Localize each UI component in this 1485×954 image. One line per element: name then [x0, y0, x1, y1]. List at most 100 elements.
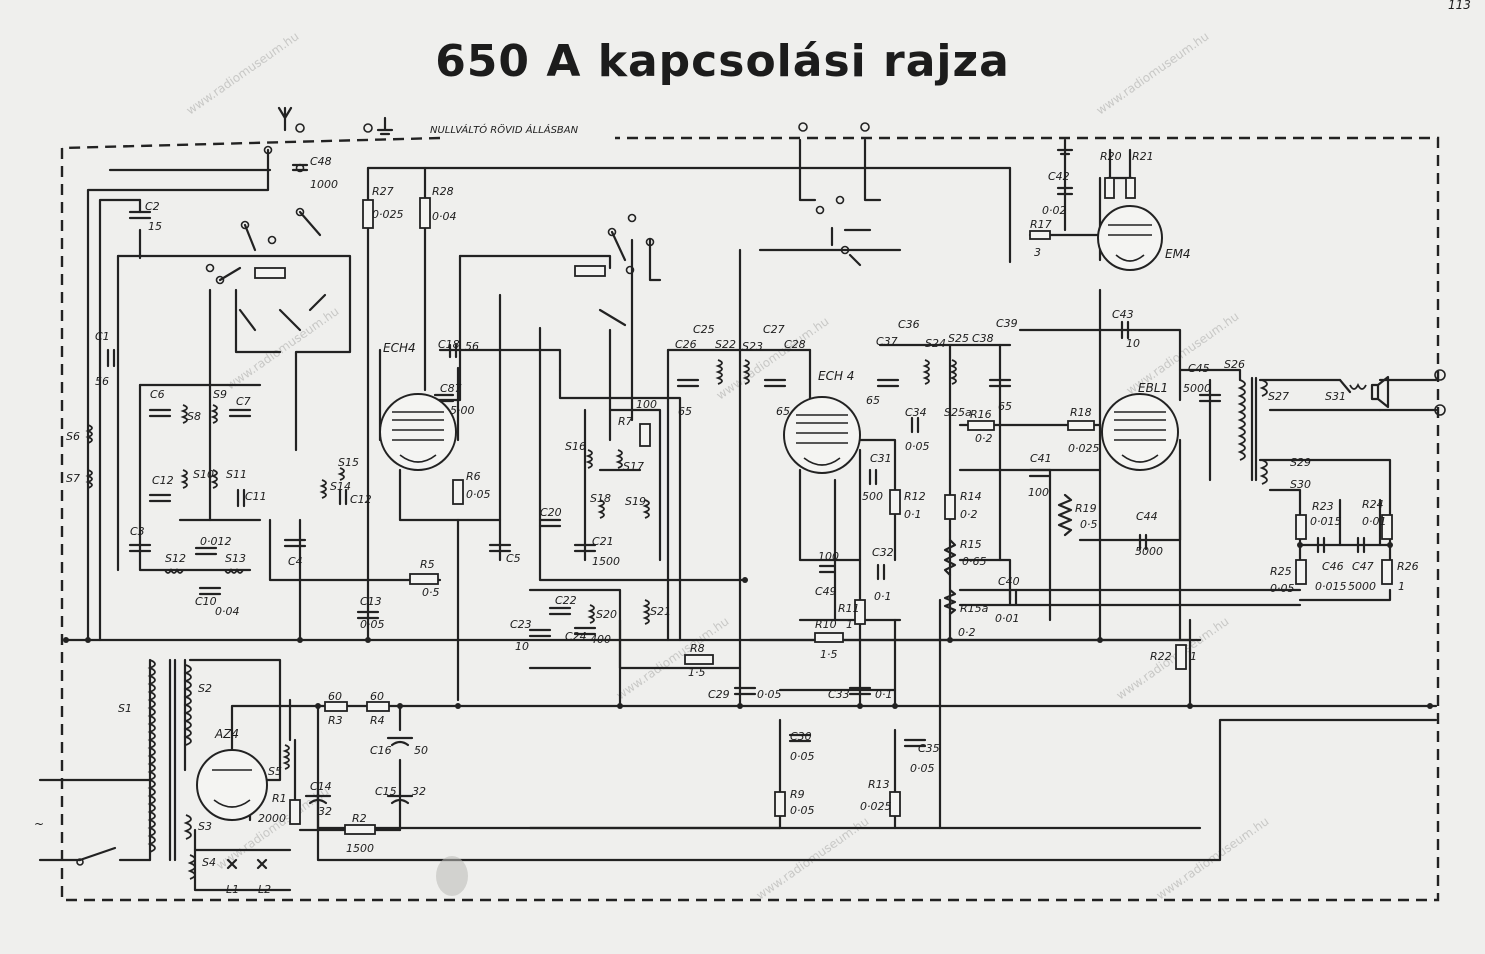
capacitor-c45: [1198, 393, 1222, 403]
label-c13-value: 0·05: [360, 618, 385, 631]
label-c23-value: 10: [515, 640, 529, 653]
coil-s11: [210, 469, 218, 489]
label-s14: S14: [330, 480, 351, 493]
capacitor-c15: [386, 794, 414, 805]
label-r9-value: 0·05: [790, 804, 815, 817]
label-s23: S23: [742, 340, 763, 353]
label-r4-value: 60: [370, 690, 384, 703]
wavechange-switch: [205, 145, 872, 332]
capacitor-c32: [876, 563, 886, 581]
label-s17: S17: [623, 460, 644, 473]
label-c11: C11: [245, 490, 267, 503]
page-title: 650 A kapcsolási rajza: [435, 36, 1010, 87]
coil-s18: [597, 499, 605, 519]
resistor-r8: [684, 654, 714, 665]
capacitor-c49: [818, 564, 836, 574]
resistors: [289, 177, 1393, 835]
resistor-r15: [943, 538, 957, 577]
label-s20: S20: [596, 608, 617, 621]
label-c7: C7: [236, 395, 251, 408]
resistor-r2: [344, 824, 376, 835]
transformer-s4: [187, 854, 196, 880]
junctions: [63, 542, 1433, 709]
switch-note: NULLVÁLTÓ RÖVID ÁLLÁSBAN: [430, 123, 579, 136]
label-r5: R5: [420, 558, 435, 571]
label-r24-value: 0·01: [1362, 515, 1387, 528]
capacitor-c37: [876, 378, 900, 388]
label-s25: S25: [948, 332, 969, 345]
resistor-r18: [1067, 420, 1095, 431]
label-r17-value: 3: [1034, 246, 1041, 259]
label-c31-value: 500: [862, 490, 883, 503]
coil-s19: [642, 499, 650, 519]
label-c10: C10: [195, 595, 217, 608]
label-r1-value: 2000: [258, 812, 286, 825]
coil-s7: [85, 469, 93, 489]
label-c10-value: 0·04: [215, 605, 240, 618]
label-l1: L1: [226, 883, 239, 896]
label-s12: S12: [165, 552, 186, 565]
label-tube-ech4-1: ECH4: [383, 341, 416, 355]
label-r14-value: 0·2: [960, 508, 978, 521]
coils: [76, 359, 1446, 880]
label-r18: R18: [1070, 406, 1092, 419]
label-r10: R10: [815, 618, 837, 631]
capacitor-c20: [538, 518, 562, 528]
resistor-r5: [409, 573, 439, 585]
watermark: www.radiomuseum.hu: [224, 304, 342, 392]
label-s9: S9: [213, 388, 227, 401]
label-r1: R1: [272, 792, 287, 805]
tube-ech4-2: [783, 396, 861, 474]
coil-s20: [587, 604, 595, 624]
label-r12: R12: [904, 490, 926, 503]
tube-az4: [196, 749, 268, 821]
label-c16: C16: [370, 744, 392, 757]
label-c46-value: 0·015: [1315, 580, 1347, 593]
label-r18-value: 0·025: [1068, 442, 1100, 455]
label-c48-value: 1000: [310, 178, 338, 191]
label-r22: R22: [1150, 650, 1172, 663]
capacitor-c18: [448, 343, 458, 359]
component-labels: C48 1000 C2 15 C1 56 S6 S7 C6 S8 S9 C7 C…: [34, 150, 1419, 896]
label-c35-value: 0·05: [910, 762, 935, 775]
coil-s22: [715, 359, 723, 385]
label-c25: C25: [693, 323, 715, 336]
resistor-r14: [944, 494, 956, 520]
ink-smudge: [436, 856, 468, 896]
label-r15: R15: [960, 538, 982, 551]
label-r15-value: 0·65: [962, 555, 987, 568]
tube-ebl1: [1101, 393, 1179, 471]
label-s1: S1: [118, 702, 132, 715]
label-c2-value: 15: [148, 220, 162, 233]
label-c39: C39: [996, 317, 1018, 330]
coil-s14: [319, 479, 327, 499]
resistor-r13: [889, 791, 901, 817]
label-c21: C21: [592, 535, 614, 548]
transformer-s3: [183, 814, 192, 840]
label-c44-value: 5000: [1135, 545, 1163, 558]
resistor-r7: [639, 423, 651, 447]
coil-s6: [85, 424, 93, 444]
capacitor-c47: [1356, 536, 1366, 554]
label-r7-value: 100: [636, 398, 657, 411]
coil-s24: [922, 359, 930, 385]
label-s30: S30: [1290, 478, 1311, 491]
label-r16: R16: [970, 408, 992, 421]
capacitor-c30: [788, 733, 812, 743]
coil-s21: [642, 599, 650, 625]
capacitor-c35: [903, 738, 927, 748]
capacitors: [106, 163, 1366, 805]
label-r8: R8: [690, 642, 705, 655]
label-c43-value: 10: [1126, 337, 1140, 350]
resistor-r25: [1295, 559, 1307, 585]
label-s18: S18: [590, 492, 611, 505]
label-r19-value: 0·5: [1080, 518, 1098, 531]
label-r25: R25: [1270, 565, 1292, 578]
label-s22: S22: [715, 338, 736, 351]
capacitor-c40: [1008, 588, 1018, 606]
label-r20: R20: [1100, 150, 1122, 163]
resistor-r23: [1295, 514, 1307, 540]
label-r6: R6: [466, 470, 481, 483]
label-c32: C32: [872, 546, 894, 559]
label-r2: R2: [352, 812, 367, 825]
